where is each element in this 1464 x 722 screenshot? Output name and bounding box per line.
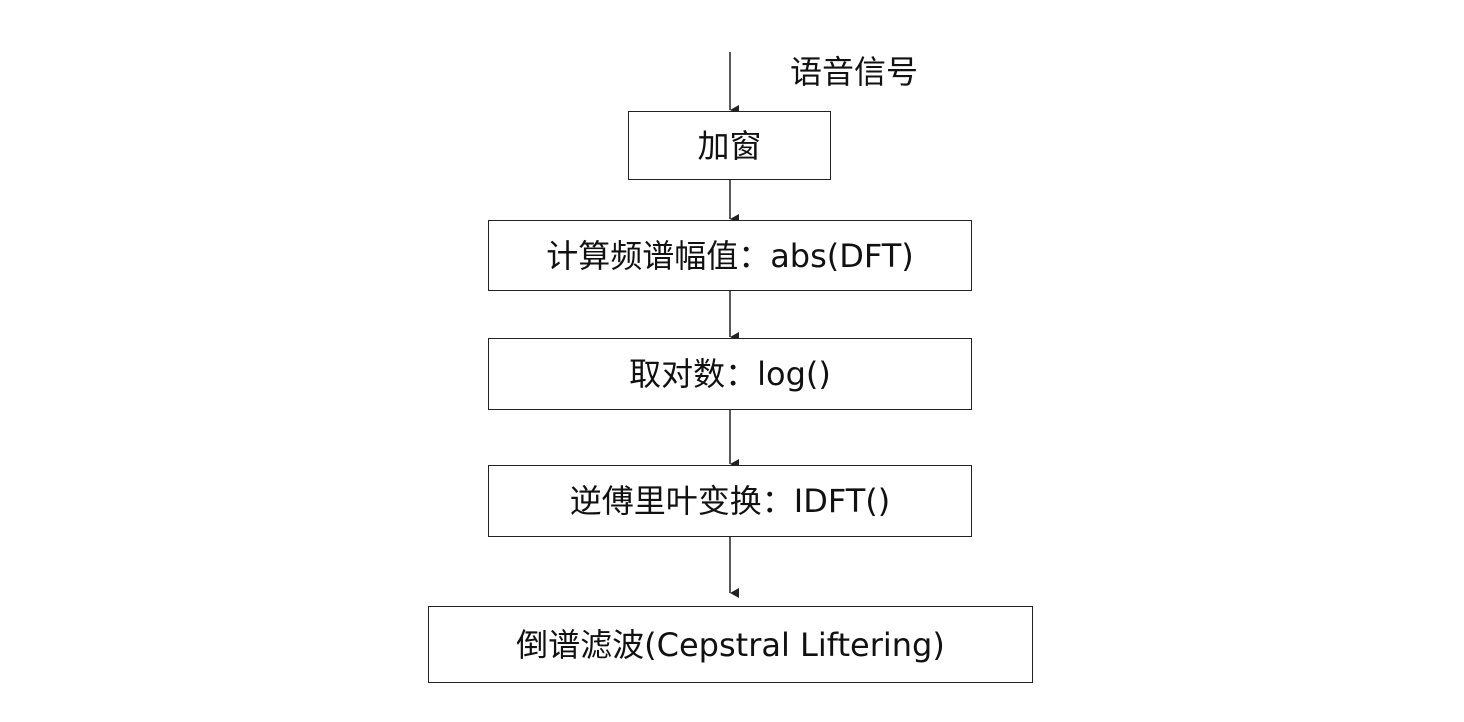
- step-logarithm: 取对数：log(): [488, 338, 972, 410]
- step-windowing: 加窗: [628, 111, 831, 180]
- step-spectrum-magnitude: 计算频谱幅值：abs(DFT): [488, 220, 972, 291]
- step-inverse-fourier-transform: 逆傅里叶变换：IDFT(): [488, 465, 972, 537]
- input-signal-label: 语音信号: [790, 53, 919, 91]
- step-cepstral-liftering: 倒谱滤波(Cepstral Liftering): [428, 606, 1033, 683]
